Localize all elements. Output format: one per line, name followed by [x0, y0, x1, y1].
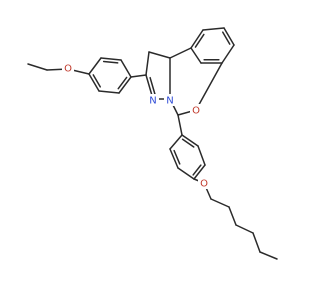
bond-C5-D1 [177, 114, 183, 136]
atom-n-bridge-label: N [166, 96, 173, 107]
bond-B1-B2 [202, 27, 225, 31]
bond-B5-C10a [190, 47, 202, 64]
atom-n-imine: N [147, 94, 159, 107]
structure-canvas: O O O N N [27, 27, 278, 260]
bond-A3-A4 [120, 59, 132, 78]
bond-A4-A5 [118, 76, 132, 94]
bond-C1-C10b [148, 51, 171, 59]
bond-A6-A1-second [92, 74, 102, 88]
bond-D5-D6-second [173, 149, 181, 165]
bond-D3-D4-second [192, 164, 202, 176]
atom-n-imine-label: N [149, 96, 156, 107]
atom-n-bridge: N [164, 94, 176, 107]
bond-D1-D2-second [181, 138, 195, 148]
bond-A4-C2 [130, 74, 147, 78]
atom-o-ring: O [190, 104, 202, 117]
bond-D1-D2 [181, 134, 199, 147]
bond-layer [27, 27, 278, 260]
bond-D2-D3 [197, 145, 206, 166]
bond-A2-A3 [100, 57, 122, 61]
bond-C10a-B1 [190, 29, 204, 49]
bond-B4-Or [195, 62, 223, 111]
bond-H4-H5 [252, 232, 261, 253]
atom-o-hexyloxy: O [198, 177, 210, 190]
bond-D6-D1 [169, 134, 183, 150]
bond-A4-A5-second [117, 76, 128, 90]
bond-B3-B4 [221, 44, 235, 64]
bond-H2-H3 [228, 206, 237, 226]
bond-Nim-C2-second [149, 76, 156, 96]
bond-D5-D6 [169, 148, 179, 169]
bond-H5-H6 [259, 251, 278, 260]
bond-D4-D5 [177, 167, 195, 180]
bond-H3-H4 [235, 224, 254, 234]
bond-B2-B3 [223, 27, 235, 46]
bond-C10a-B1-second [194, 33, 205, 48]
bond-H1-H2 [210, 198, 230, 208]
bond-A6-A1 [88, 73, 100, 92]
bond-B2-B3-second [221, 31, 231, 45]
atom-o-ring-label: O [192, 106, 200, 117]
molecule-drawing: O O O N N [27, 27, 278, 260]
atom-o-ethoxy-label: O [64, 64, 72, 75]
bond-A2-A3-second [102, 60, 119, 64]
bond-A1-A2 [88, 57, 102, 75]
bond-Et2-Et1 [27, 63, 48, 71]
atom-o-ethoxy: O [62, 62, 74, 75]
bond-D3-D4 [193, 164, 206, 180]
atom-o-hexyloxy-label: O [200, 179, 208, 190]
bond-C2-C1 [145, 51, 150, 76]
bond-A5-A6 [98, 90, 120, 94]
bond-C10b-C10a [169, 47, 192, 59]
